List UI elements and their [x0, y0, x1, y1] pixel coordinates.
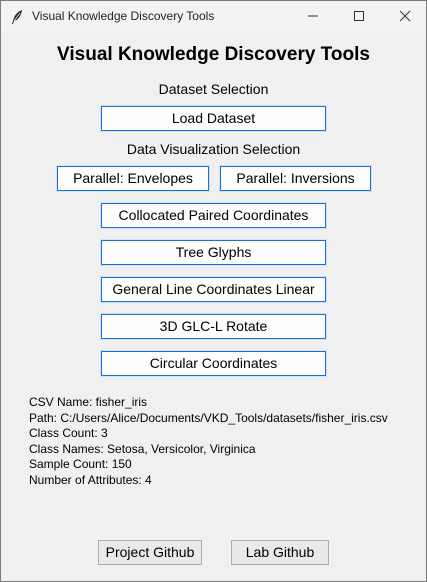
minimize-icon — [308, 15, 318, 17]
parallel-inversions-button[interactable]: Parallel: Inversions — [219, 165, 372, 192]
attribute-count-text: Number of Attributes: 4 — [29, 472, 152, 487]
maximize-icon — [354, 11, 364, 21]
minimize-button[interactable] — [290, 1, 336, 31]
window-title: Visual Knowledge Discovery Tools — [32, 9, 215, 23]
path-text: Path: C:/Users/Alice/Documents/VKD_Tools… — [29, 410, 388, 425]
general-line-coordinates-linear-button[interactable]: General Line Coordinates Linear — [100, 276, 327, 303]
visualization-section-label: Data Visualization Selection — [126, 141, 301, 157]
glc-l-3d-rotate-button[interactable]: 3D GLC-L Rotate — [100, 313, 327, 340]
collocated-paired-coordinates-button[interactable]: Collocated Paired Coordinates — [100, 202, 327, 229]
close-icon — [399, 10, 411, 22]
page-title: Visual Knowledge Discovery Tools — [57, 44, 370, 65]
sample-count-text: Sample Count: 150 — [29, 457, 132, 471]
dataset-info: CSV Name: fisher_iris Path: C:/Users/Ali… — [29, 395, 388, 488]
parallel-envelopes-button[interactable]: Parallel: Envelopes — [56, 165, 210, 192]
load-dataset-button[interactable]: Load Dataset — [100, 105, 327, 132]
class-count-text: Class Count: 3 — [29, 426, 108, 440]
csv-name-text: CSV Name: fisher_iris — [29, 395, 148, 409]
title-bar[interactable]: Visual Knowledge Discovery Tools — [1, 1, 426, 33]
feather-icon — [12, 10, 22, 24]
class-names-text: Class Names: Setosa, Versicolor, Virgini… — [29, 441, 256, 456]
dataset-section-label: Dataset Selection — [158, 81, 269, 97]
close-button[interactable] — [382, 1, 426, 31]
tree-glyphs-button[interactable]: Tree Glyphs — [100, 239, 327, 266]
circular-coordinates-button[interactable]: Circular Coordinates — [100, 350, 327, 377]
maximize-button[interactable] — [336, 1, 382, 31]
lab-github-button[interactable]: Lab Github — [231, 540, 329, 565]
project-github-button[interactable]: Project Github — [98, 540, 202, 565]
main-panel: Visual Knowledge Discovery Tools Dataset… — [1, 33, 426, 581]
